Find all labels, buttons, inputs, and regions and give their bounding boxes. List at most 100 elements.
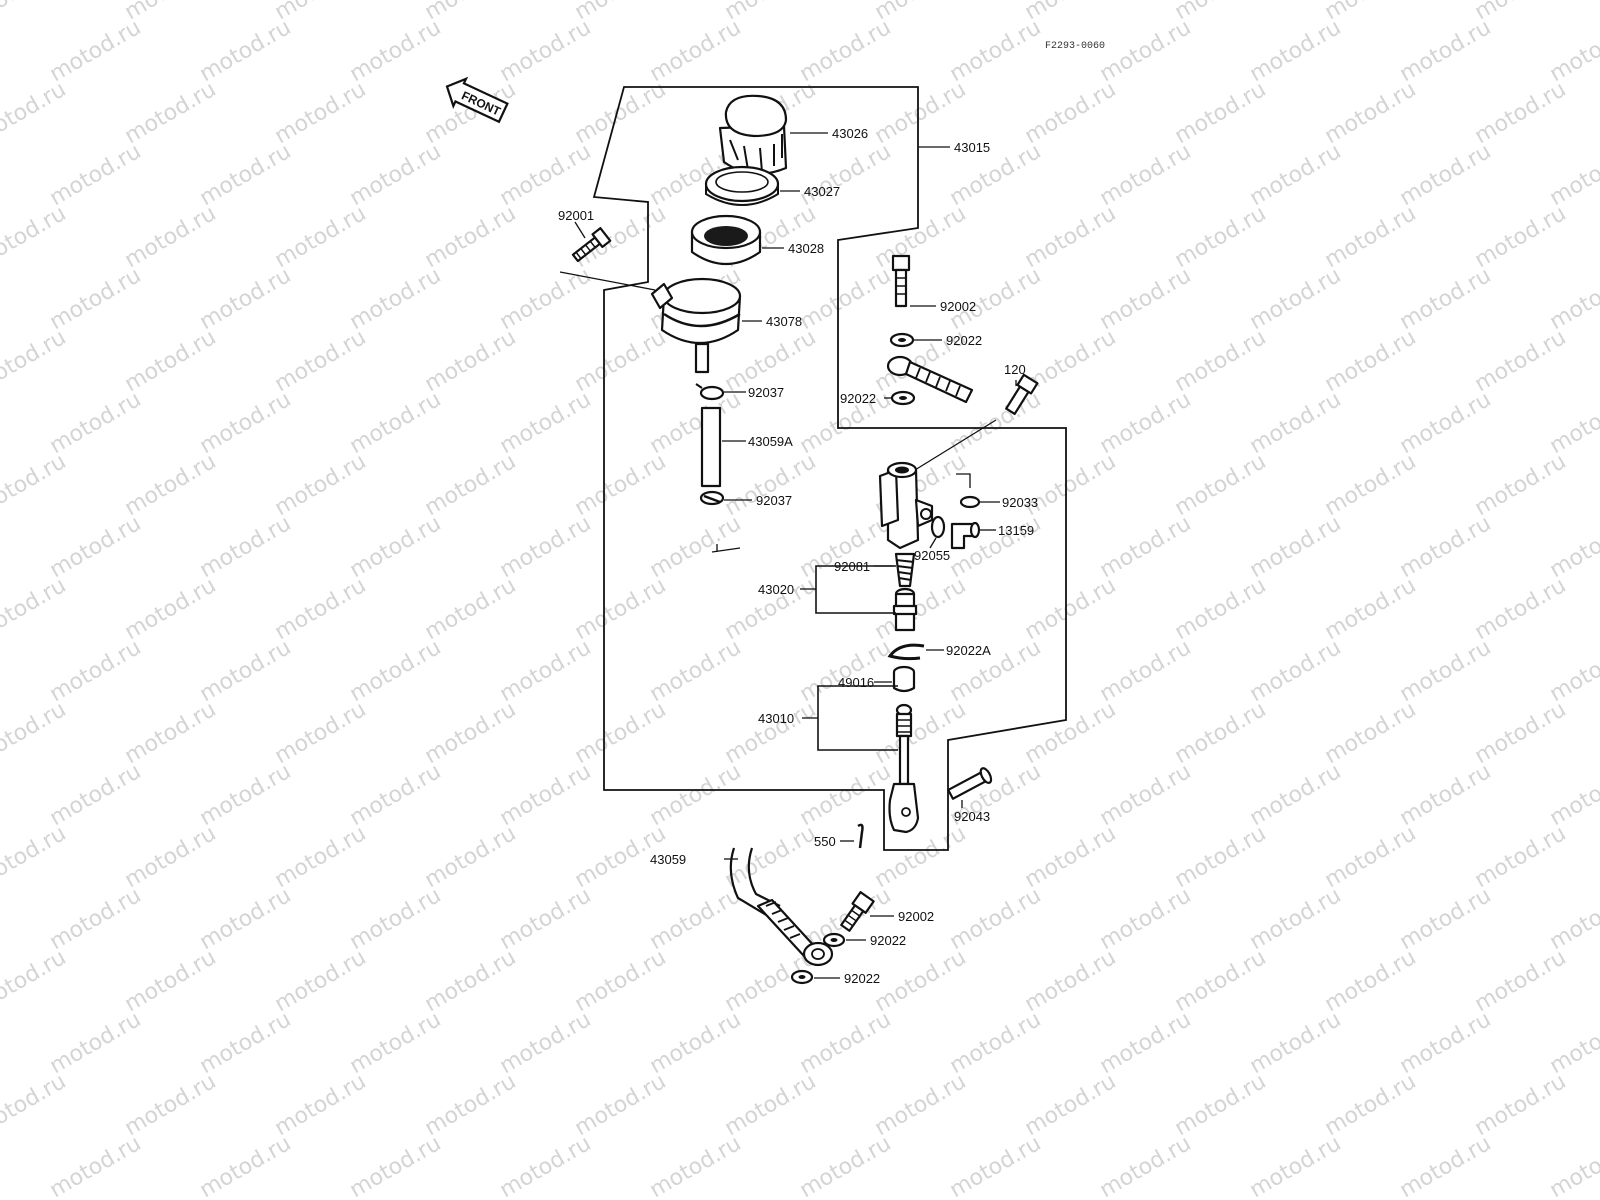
watermark-text: motod.ru: [121, 945, 221, 1017]
watermark-text: motod.ru: [1096, 387, 1196, 459]
label-13159: 13159: [998, 523, 1034, 538]
watermark-text: motod.ru: [421, 821, 521, 893]
watermark-text: motod.ru: [121, 449, 221, 521]
watermark-text: motod.ru: [196, 511, 296, 583]
watermark-text: motod.ru: [871, 573, 971, 645]
label-92022-a: 92022: [946, 333, 982, 348]
watermark-text: motod.ru: [1246, 139, 1346, 211]
watermark-text: motod.ru: [496, 1007, 596, 1079]
watermark-text: motod.ru: [271, 325, 371, 397]
watermark-text: motod.ru: [1321, 573, 1421, 645]
watermark-text: motod.ru: [1321, 697, 1421, 769]
watermark-text: motod.ru: [121, 77, 221, 149]
watermark-text: motod.ru: [1396, 387, 1496, 459]
boot-49016: [892, 665, 916, 693]
pushrod-43010: [888, 703, 920, 834]
watermark-text: motod.ru: [571, 697, 671, 769]
watermark-text: motod.ru: [796, 1007, 896, 1079]
watermark-text: motod.ru: [1546, 1131, 1600, 1200]
watermark-text: motod.ru: [346, 139, 446, 211]
label-92022-b: 92022: [840, 391, 876, 406]
watermark-text: motod.ru: [1246, 635, 1346, 707]
watermark-text: motod.ru: [1321, 1069, 1421, 1141]
label-49016: 49016: [838, 675, 874, 690]
watermark-text: motod.ru: [46, 883, 146, 955]
washer-92022-a: [889, 332, 915, 348]
watermark-text: motod.ru: [1246, 1007, 1346, 1079]
watermark-text: motod.ru: [0, 201, 70, 273]
watermark-text: motod.ru: [121, 325, 221, 397]
watermark-text: motod.ru: [1246, 387, 1346, 459]
watermark-text: motod.ru: [421, 201, 521, 273]
label-92022A: 92022A: [946, 643, 991, 658]
watermark-text: motod.ru: [1246, 759, 1346, 831]
watermark-text: motod.ru: [271, 77, 371, 149]
watermark-text: motod.ru: [1546, 883, 1600, 955]
watermark-text: motod.ru: [121, 1069, 221, 1141]
watermark-text: motod.ru: [121, 201, 221, 273]
watermark-text: motod.ru: [871, 821, 971, 893]
watermark-text: motod.ru: [271, 1069, 371, 1141]
tick-92033: [956, 473, 971, 488]
watermark-text: motod.ru: [46, 263, 146, 335]
diaphragm-43027: [704, 165, 780, 206]
washer-92022-b: [890, 390, 916, 406]
watermark-text: motod.ru: [946, 1131, 1046, 1200]
watermark-text: motod.ru: [1396, 263, 1496, 335]
plate-43028: [690, 214, 762, 265]
watermark-text: motod.ru: [421, 325, 521, 397]
watermark-text: motod.ru: [46, 139, 146, 211]
watermark-text: motod.ru: [1021, 821, 1121, 893]
watermark-text: motod.ru: [1096, 883, 1196, 955]
leader-92055: [929, 537, 937, 549]
watermark-text: motod.ru: [1096, 15, 1196, 87]
watermark-text: motod.ru: [46, 15, 146, 87]
watermark-text: motod.ru: [1471, 1069, 1571, 1141]
watermark-text: motod.ru: [496, 511, 596, 583]
banjo-hose-top: [886, 355, 974, 404]
watermark-text: motod.ru: [1021, 201, 1121, 273]
label-43059A: 43059A: [748, 434, 793, 449]
watermark-text: motod.ru: [1096, 263, 1196, 335]
label-92055: 92055: [914, 548, 950, 563]
watermark-text: motod.ru: [271, 945, 371, 1017]
watermark-text: motod.ru: [196, 15, 296, 87]
oring-92033: [959, 495, 981, 509]
watermark-text: motod.ru: [1396, 635, 1496, 707]
watermark-text: motod.ru: [1396, 15, 1496, 87]
leader-92001-a: [574, 221, 586, 239]
watermark-text: motod.ru: [196, 883, 296, 955]
watermark-text: motod.ru: [46, 511, 146, 583]
watermark-text: motod.ru: [271, 821, 371, 893]
watermark-text: motod.ru: [571, 945, 671, 1017]
hose-43059-line-a: [729, 847, 769, 917]
watermark-text: motod.ru: [46, 1007, 146, 1079]
watermark-text: motod.ru: [646, 635, 746, 707]
watermark-text: motod.ru: [946, 883, 1046, 955]
watermark-text: motod.ru: [1396, 883, 1496, 955]
watermark-text: motod.ru: [1471, 325, 1571, 397]
watermark-text: motod.ru: [496, 1131, 596, 1200]
watermark-text: motod.ru: [121, 573, 221, 645]
watermark-text: motod.ru: [496, 139, 596, 211]
cylinder-body: [878, 461, 934, 550]
watermark-text: motod.ru: [871, 1069, 971, 1141]
bolt-92002-top: [891, 254, 911, 308]
watermark-text: motod.ru: [1396, 1131, 1496, 1200]
watermark-text: motod.ru: [271, 449, 371, 521]
watermark-text: motod.ru: [196, 759, 296, 831]
watermark-text: motod.ru: [0, 1069, 70, 1141]
watermark-text: motod.ru: [271, 573, 371, 645]
label-92022-c: 92022: [870, 933, 906, 948]
watermark-text: motod.ru: [421, 1069, 521, 1141]
watermark-text: motod.ru: [1471, 945, 1571, 1017]
label-92002-top: 92002: [940, 299, 976, 314]
watermark-text: motod.ru: [796, 15, 896, 87]
watermark-text: motod.ru: [1171, 573, 1271, 645]
label-92002-bottom: 92002: [898, 909, 934, 924]
watermark-text: motod.ru: [646, 1007, 746, 1079]
watermark-text: motod.ru: [1321, 201, 1421, 273]
watermark-text: motod.ru: [1396, 759, 1496, 831]
